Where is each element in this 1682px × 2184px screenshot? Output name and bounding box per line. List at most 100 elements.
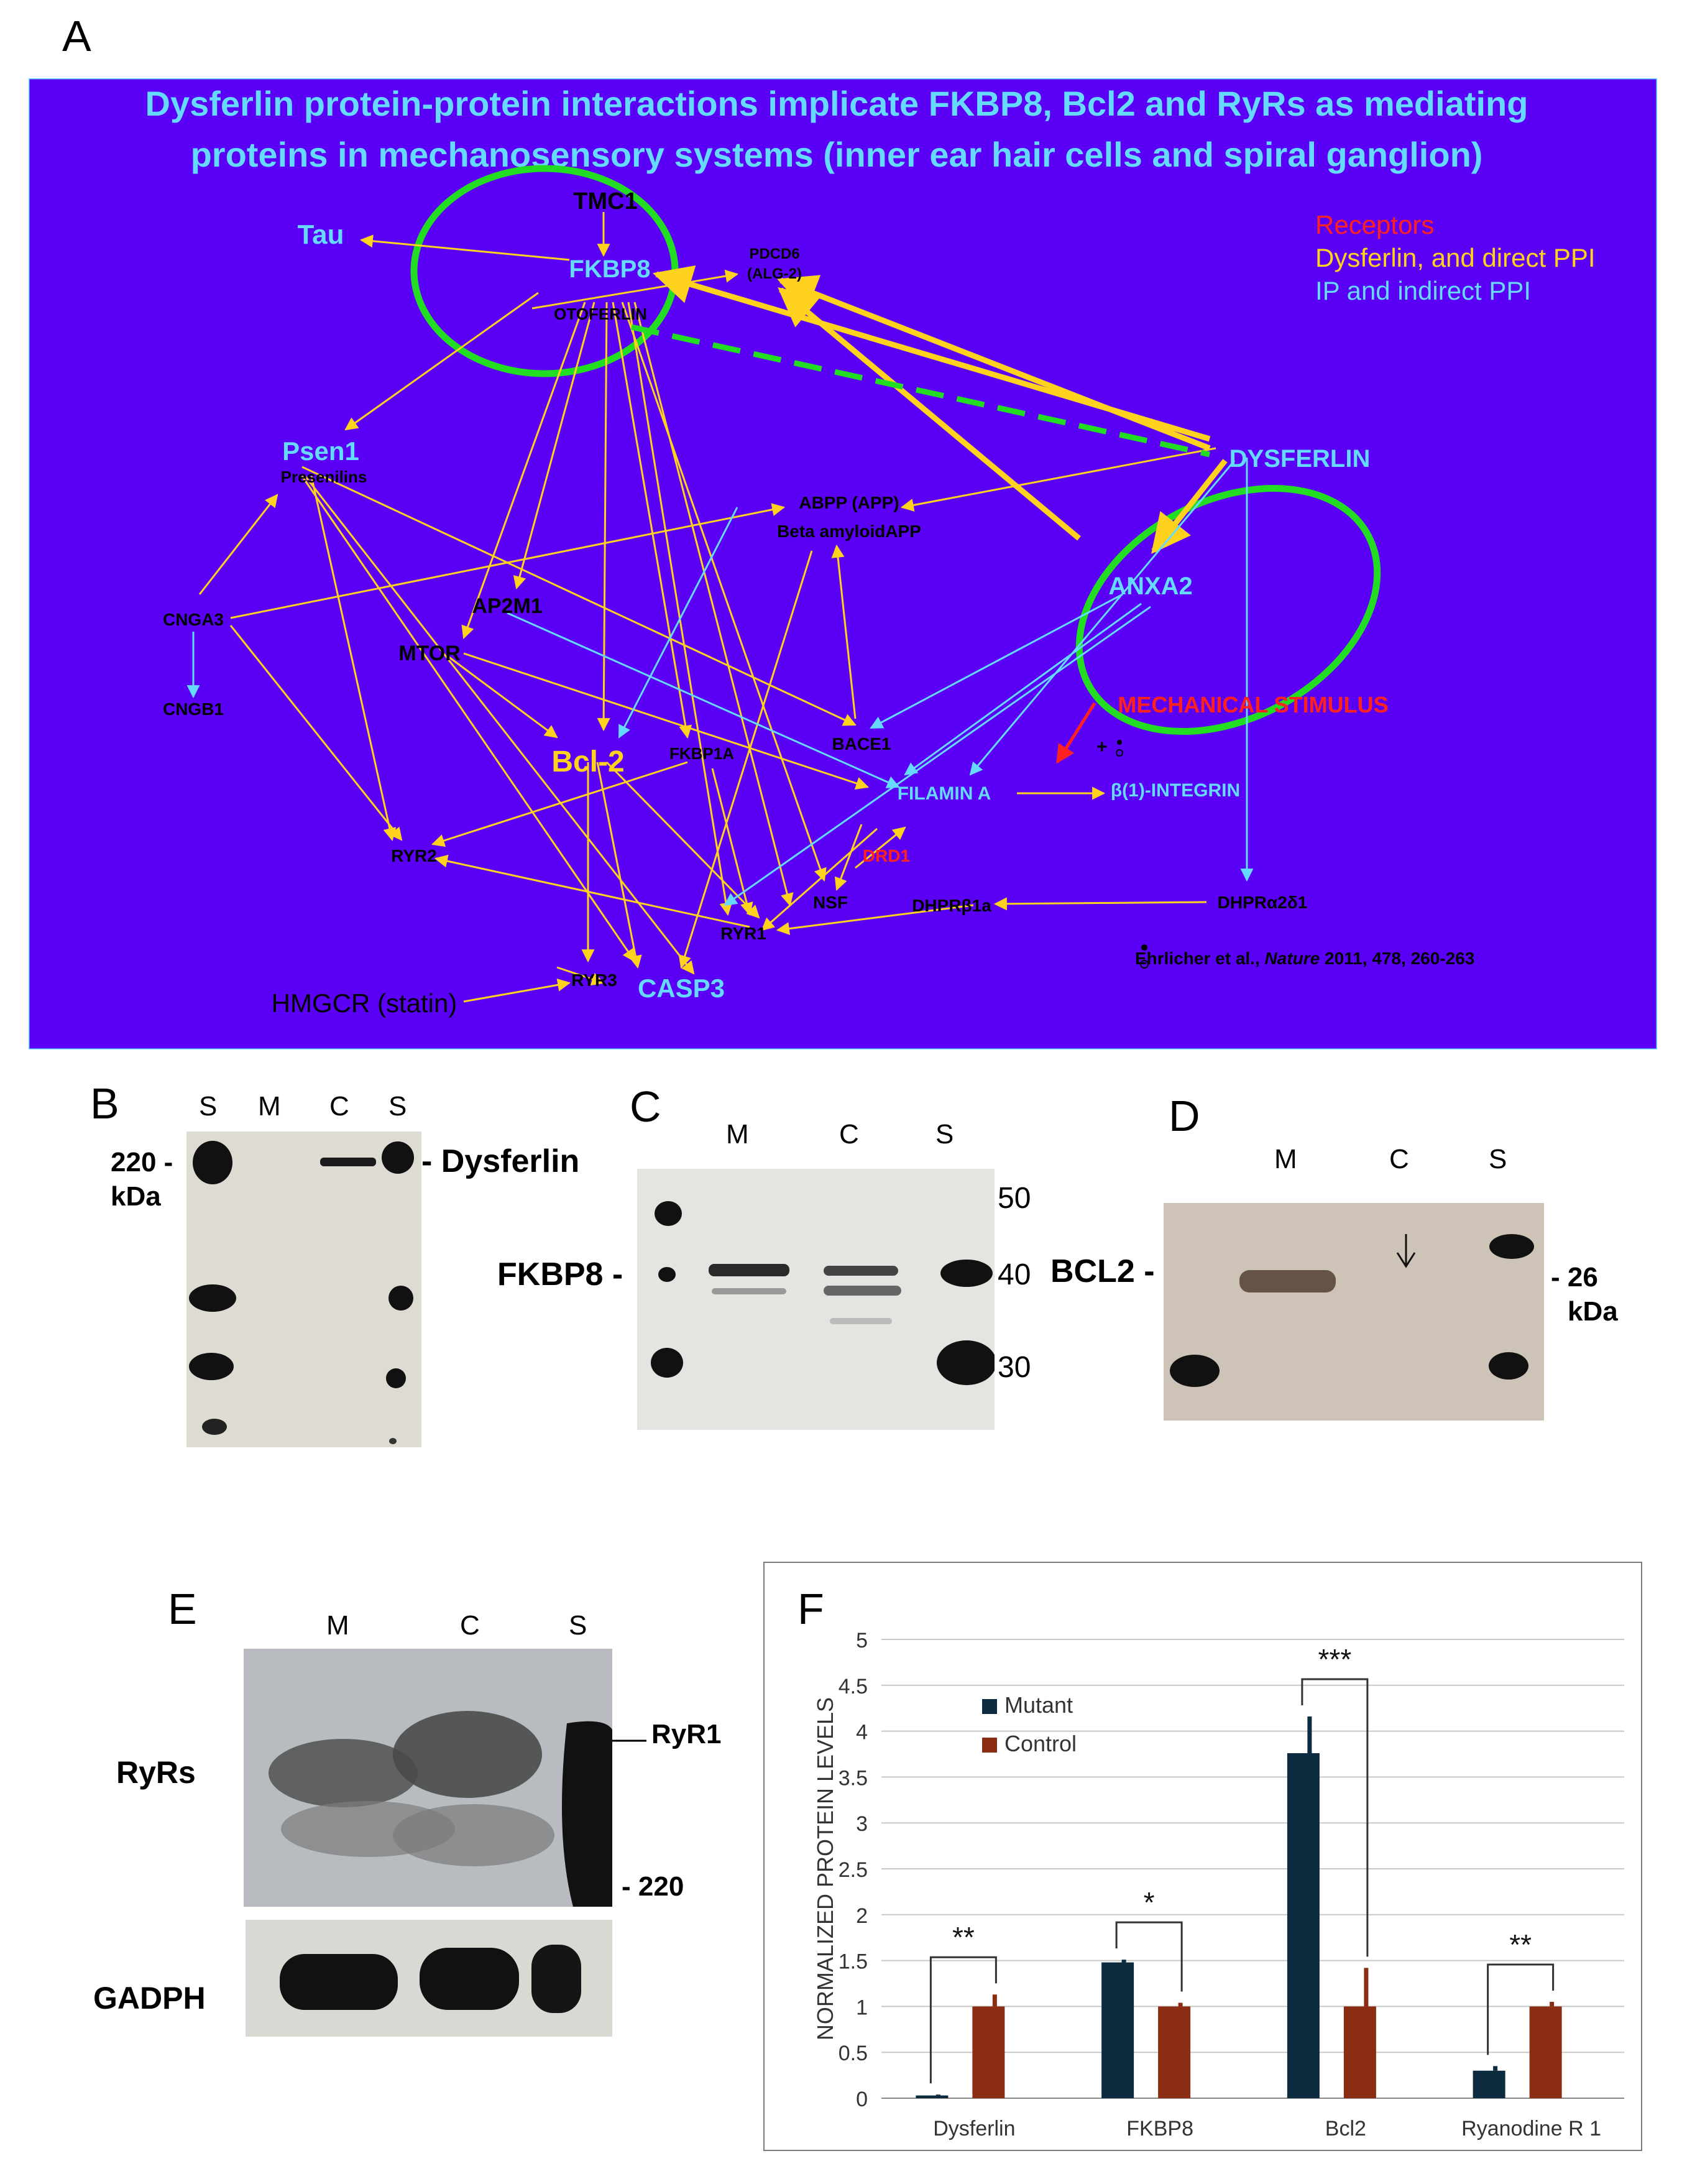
panel-d-lane-3: S (1489, 1144, 1507, 1174)
y-tick-label: 1 (856, 1996, 868, 2019)
node-tau: Tau (298, 219, 344, 250)
panel-b-lane-1: S (199, 1091, 218, 1122)
panel-a-letter: A (62, 12, 91, 60)
node-psen1: Psen1 (282, 436, 359, 466)
bar-control (972, 2006, 1005, 2098)
node-fkbp1a: FKBP1A (669, 744, 734, 763)
significance-bracket (1115, 1921, 1183, 1992)
panel-d-lane-2: C (1389, 1144, 1409, 1174)
node-dhpr-a2d1: DHPRα2δ1 (1218, 893, 1308, 912)
node-cngb1: CNGB1 (163, 699, 224, 719)
direct-interaction-arrows (198, 212, 1216, 1003)
node-tmc1: TMC1 (573, 188, 637, 214)
node-bace1: BACE1 (832, 734, 891, 753)
ryrs-blot (244, 1649, 612, 1907)
node-bcl2: Bcl-2 (551, 745, 624, 778)
x-tick-label: Bcl2 (1325, 2117, 1366, 2140)
panel-c-marker-50: 50 (998, 1182, 1031, 1215)
stimulus-dot-filled (1117, 740, 1122, 745)
significance-stars: ** (1509, 1928, 1532, 1961)
panel-d-marker-unit: kDa (1568, 1296, 1618, 1327)
bar-mutant (916, 2095, 949, 2098)
panel-b-band-label: - Dysferlin (421, 1143, 580, 1179)
panel-c-lane-3: S (935, 1119, 954, 1150)
node-hmgcr: HMGCR (statin) (272, 988, 457, 1018)
node-pdcd6: PDCD6 (749, 246, 799, 262)
y-tick-label: 0 (856, 2088, 868, 2111)
panel-d-lane-1: M (1274, 1144, 1297, 1174)
node-drd1: DRD1 (863, 846, 910, 865)
node-dhpr-b1a: DHPRβ1a (912, 896, 991, 915)
legend-swatch-mutant (982, 1699, 997, 1714)
bar-control (1529, 2006, 1562, 2098)
legend-label-control: Control (1004, 1731, 1077, 1756)
panel-c-band-label: FKBP8 - (497, 1256, 623, 1292)
dysferlin-otoferlin-dashed (631, 324, 1210, 458)
bar-mutant (1473, 2070, 1505, 2098)
bar-mutant (1101, 1962, 1134, 2098)
panel-b-lane-2: M (258, 1091, 281, 1122)
legend-indirect: IP and indirect PPI (1315, 276, 1531, 305)
legend-label-mutant: Mutant (1004, 1692, 1073, 1718)
node-otoferlin: OTOFERLIN (554, 305, 647, 323)
panel-e-arrow-label: RyR1 (651, 1719, 722, 1749)
legend-swatch-control (982, 1738, 997, 1753)
indirect-interaction-arrows (186, 458, 1254, 906)
panel-b-lane-3: C (329, 1091, 349, 1122)
x-tick-label: FKBP8 (1126, 2117, 1193, 2140)
node-ap2m1: AP2M1 (472, 594, 542, 618)
gadph-blot (246, 1920, 612, 2037)
node-abpp: ABPP (APP) (799, 493, 899, 512)
y-tick-label: 1.5 (839, 1950, 868, 1974)
node-ryr3: RYR3 (571, 970, 617, 990)
node-mechanical-stimulus: MECHANICAL STIMULUS (1118, 692, 1388, 717)
y-tick-label: 5 (856, 1629, 868, 1652)
mechanical-stimulus-arrow (1055, 702, 1096, 764)
y-tick-label: 2.5 (839, 1858, 868, 1882)
node-cnga3: CNGA3 (163, 610, 224, 629)
y-tick-label: 4.5 (839, 1675, 868, 1698)
panel-e-lane-3: S (569, 1610, 587, 1641)
legend-direct: Dysferlin, and direct PPI (1315, 243, 1596, 272)
plus-sign: + (1096, 737, 1108, 757)
panel-e-row1-label: RyRs (116, 1755, 196, 1790)
panel-b-letter: B (90, 1079, 119, 1128)
panel-c-marker-30: 30 (998, 1351, 1031, 1384)
node-ryr2: RYR2 (391, 846, 437, 865)
chart-frame (763, 1562, 1642, 2151)
node-presenilins: Presenilins (281, 468, 367, 486)
y-axis-label: NORMALIZED PROTEIN LEVELS (812, 1697, 838, 2040)
panel-e-lane-2: C (460, 1610, 480, 1641)
panel-c-lane-2: C (839, 1119, 859, 1150)
panel-c-letter: C (630, 1082, 661, 1131)
node-integrin: β(1)-INTEGRIN (1111, 780, 1240, 801)
panel-e-letter: E (168, 1585, 197, 1633)
y-tick-label: 3.5 (839, 1766, 868, 1790)
significance-bracket (1487, 1963, 1555, 2055)
panel-b-marker-unit: kDa (111, 1181, 161, 1212)
node-alg2: (ALG-2) (747, 265, 802, 282)
x-tick-label: Dysferlin (933, 2117, 1015, 2140)
fkbp8-blot (637, 1169, 995, 1430)
bcl2-blot (1164, 1203, 1544, 1421)
panel-b-marker-num: 220 - (111, 1147, 173, 1177)
node-beta-amyloid: Beta amyloidAPP (777, 522, 921, 541)
legend-receptors: Receptors (1315, 210, 1434, 239)
node-fkbp8: FKBP8 (569, 256, 650, 283)
x-tick-label: Ryanodine R 1 (1461, 2117, 1601, 2140)
network-nodes: TMC1 FKBP8 OTOFERLIN PDCD6 (ALG-2) Tau P… (163, 188, 1389, 1018)
node-mtor: MTOR (398, 642, 460, 665)
node-filamin-a: FILAMIN A (898, 783, 991, 804)
citation: Ehrlicher et al., Nature 2011, 478, 260-… (1135, 949, 1474, 968)
panel-c-marker-40: 40 (998, 1258, 1031, 1291)
stimulus-dot-open (1116, 749, 1123, 757)
significance-stars: *** (1318, 1643, 1352, 1675)
panel-e-row2-label: GADPH (93, 1981, 206, 2016)
interaction-network: Dysferlin protein-protein interactions i… (29, 78, 1657, 1049)
bcl2-arrow-head (1396, 1252, 1416, 1268)
citation-bullet (1141, 944, 1147, 951)
network-title-line1: Dysferlin protein-protein interactions i… (145, 84, 1528, 123)
significance-stars: * (1144, 1886, 1155, 1919)
bar-control (1343, 2006, 1376, 2098)
node-dysferlin: DYSFERLIN (1229, 445, 1371, 472)
